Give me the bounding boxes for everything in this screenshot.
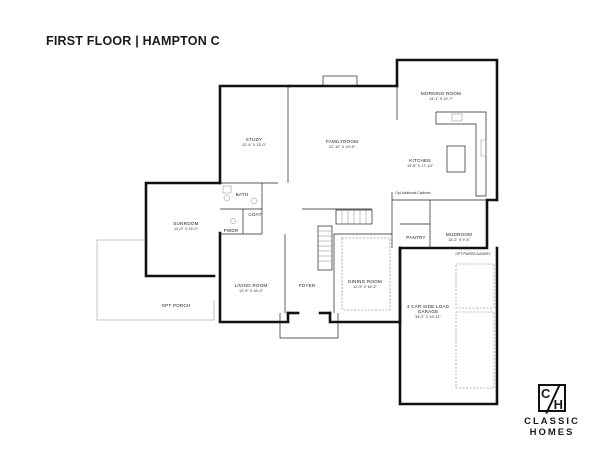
dining-room-label: DINING ROOM <box>348 279 382 284</box>
morning-room-dim: 13'-1" X 12'-7" <box>429 97 454 101</box>
garage-bay-1 <box>455 263 495 309</box>
sunroom-label: SUNROOM <box>173 221 198 226</box>
brand-line2: HOMES <box>529 427 575 438</box>
classic-homes-logo: C H CLASSIC HOMES <box>520 384 584 438</box>
mudroom-note: OPT PWDR/LAUNDRY <box>455 252 491 256</box>
opt-porch-label: OPT PORCH <box>161 303 190 308</box>
morning-room-label: MORNING ROOM <box>421 91 461 96</box>
coat-label: COAT <box>248 212 261 217</box>
study-label: STUDY <box>246 137 263 142</box>
kitchen-dim: 19'-6" X 17'-10" <box>407 164 434 168</box>
dining-ceiling-detail <box>341 237 391 311</box>
kitchen-label: KITCHEN <box>409 158 431 163</box>
study-dim: 12'-4" X 13'-0" <box>242 143 267 147</box>
ch-mark-h: H <box>553 397 563 412</box>
bath-label: BATH <box>236 192 249 197</box>
mudroom-label: MUDROOM <box>446 232 472 237</box>
living-room-label: LIVING ROOM <box>235 283 268 288</box>
pwdr-label: PWDR <box>224 228 239 233</box>
dining-room-dim: 12'-9" X 16'-2" <box>353 285 378 289</box>
interior-walls <box>220 86 497 313</box>
garage-label-line1: 3 CAR SIDE LOAD <box>407 304 450 309</box>
garage-bay-2 <box>455 311 495 389</box>
page-title: FIRST FLOOR | HAMPTON C <box>46 34 220 48</box>
opt-porch-outline <box>96 239 215 321</box>
ch-mark-icon: C H <box>538 384 566 414</box>
stairs <box>317 209 373 271</box>
family-room-dim: 21'-10" X 19'-6" <box>329 145 356 149</box>
kitchen-fixtures <box>435 111 487 197</box>
bath-fixtures <box>222 185 258 224</box>
fireplace <box>322 75 358 87</box>
ch-mark-c: C <box>541 386 551 401</box>
cabinets-note: Opt Additional Cabinets <box>395 191 431 195</box>
living-room-dim: 12'-9" X 16'-0" <box>239 289 264 293</box>
mudroom-dim: 13'-2" X 9'-6" <box>448 238 471 242</box>
brand-line1: CLASSIC <box>524 416 580 427</box>
pantry-label: PANTRY <box>406 235 425 240</box>
family-room-label: FAMILYROOM <box>326 139 358 144</box>
sunroom-dim: 12'-0" X 13'-0" <box>174 227 199 231</box>
exterior-walls <box>144 58 499 406</box>
garage-label-line2: GARAGE <box>418 309 439 314</box>
kitchen-island <box>446 145 466 173</box>
foyer-label: FOYER <box>299 283 316 288</box>
garage-dim: 34'-2" X 19'-11" <box>415 315 441 319</box>
